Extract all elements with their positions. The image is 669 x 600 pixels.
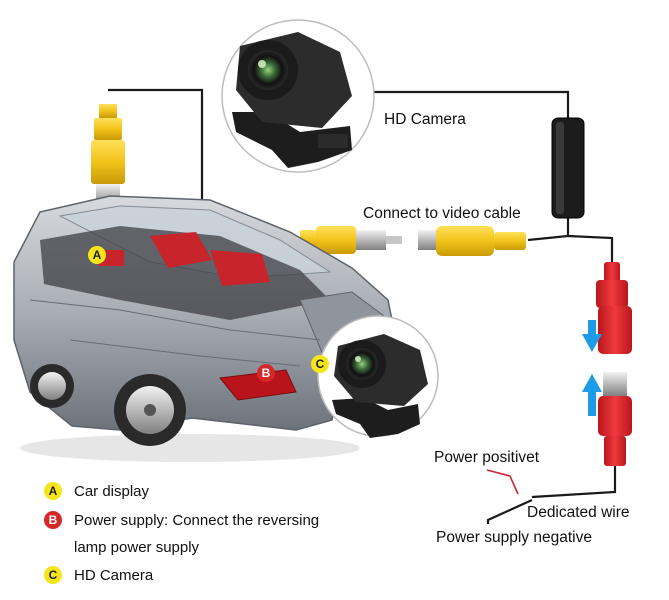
marker-c: C	[311, 355, 329, 373]
legend-text-c: HD Camera	[74, 566, 154, 584]
cable-negative	[486, 498, 533, 524]
rca-horizontal-left	[300, 226, 402, 254]
dc-plug-top	[596, 262, 632, 354]
camera-top-inset	[221, 19, 375, 173]
arrow-up-icon	[582, 374, 602, 416]
cable-red-top	[567, 234, 614, 262]
label-power-negative: Power supply negative	[436, 529, 592, 546]
legend-text-b: Power supply: Connect the reversing	[74, 511, 320, 529]
rca-horizontal-right	[418, 226, 526, 256]
label-power-positive: Power positivet	[434, 449, 540, 466]
arrow-down-icon	[582, 320, 602, 352]
rca-vertical	[91, 104, 125, 206]
marker-a: A	[88, 246, 106, 264]
legend-item-c: C HD Camera	[44, 566, 153, 584]
legend-item-b-cont: lamp power supply	[74, 539, 199, 556]
label-connect-video: Connect to video cable	[363, 205, 521, 222]
legend-text-a: Car display	[74, 482, 150, 500]
legend-badge-b: B	[44, 511, 62, 529]
label-hd-camera: HD Camera	[384, 111, 466, 128]
legend-badge-a: A	[44, 482, 62, 500]
cable-split	[527, 215, 570, 242]
legend-item-a: A Car display	[44, 482, 149, 500]
car-illustration	[13, 195, 397, 462]
legend-badge-c: C	[44, 566, 62, 584]
marker-b: B	[257, 364, 275, 382]
cable-positive	[486, 469, 519, 495]
label-dedicated-wire: Dedicated wire	[527, 504, 630, 521]
legend-text-b-cont: lamp power supply	[74, 539, 200, 556]
legend-item-b: B Power supply: Connect the reversing	[44, 511, 319, 529]
cable-power-bottom	[531, 465, 617, 499]
camera-bottom-inset	[317, 315, 439, 438]
dc-plug-bottom	[598, 372, 632, 466]
